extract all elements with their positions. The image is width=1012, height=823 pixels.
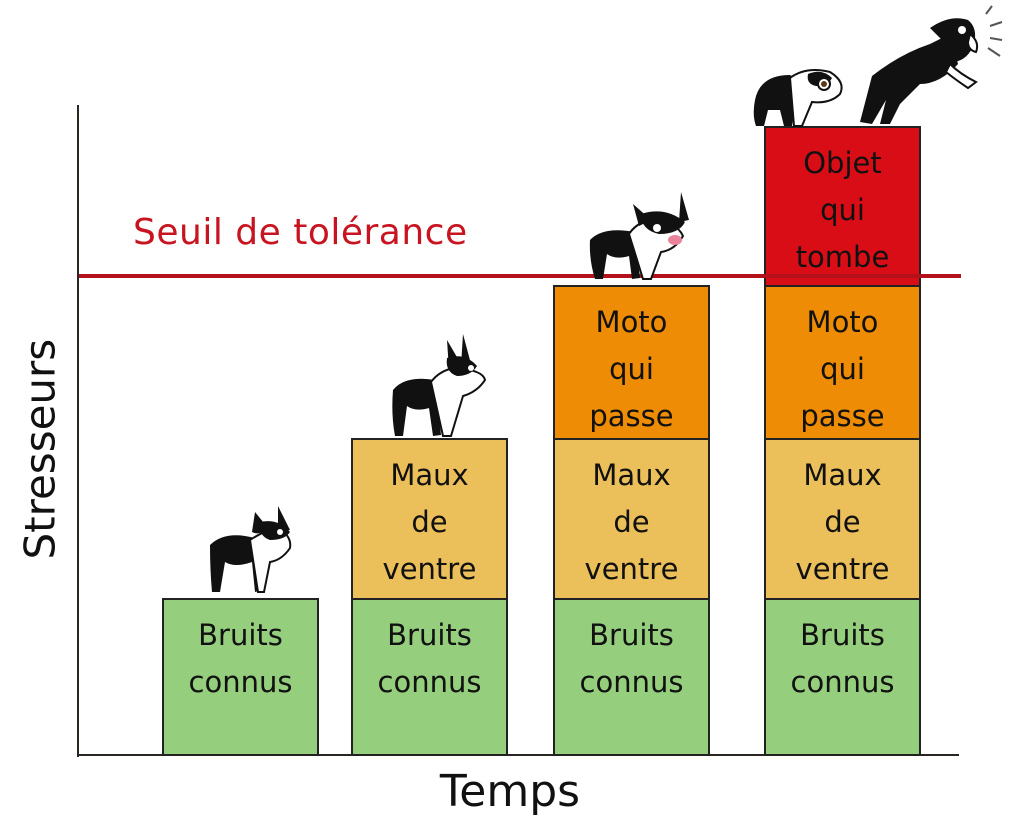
stress-block-bruits: Bruits connus — [764, 598, 921, 756]
x-axis-label: Temps — [439, 766, 581, 817]
stress-block-bruits: Bruits connus — [553, 598, 710, 756]
y-axis — [77, 105, 79, 757]
stress-block-objet: Objet qui tombe — [764, 126, 921, 287]
stress-block-label: Maux de ventre — [584, 458, 679, 586]
stress-block-label: Maux de ventre — [795, 458, 890, 586]
stress-block-label: Objet qui tombe — [795, 146, 890, 274]
threshold-label: Seuil de tolérance — [133, 212, 468, 253]
stress-block-moto: Moto qui passe — [764, 285, 921, 440]
x-axis — [77, 754, 959, 756]
stress-block-label: Bruits connus — [790, 618, 895, 699]
scared-dog-icon — [753, 69, 843, 127]
barking-dog-icon — [860, 5, 1003, 124]
calm-dog-icon — [210, 506, 292, 593]
stress-block-label: Moto qui passe — [800, 305, 885, 433]
stress-block-maux: Maux de ventre — [351, 438, 508, 600]
stress-block-label: Bruits connus — [377, 618, 482, 699]
stress-block-maux: Maux de ventre — [764, 438, 921, 600]
y-axis-label: Stresseurs — [15, 338, 65, 560]
stress-block-bruits: Bruits connus — [351, 598, 508, 756]
stress-block-label: Moto qui passe — [589, 305, 674, 433]
stress-block-label: Maux de ventre — [382, 458, 477, 586]
stress-block-label: Bruits connus — [579, 618, 684, 699]
stressed-dog-icon — [589, 192, 689, 280]
alert-dog-icon — [392, 334, 487, 437]
stress-block-maux: Maux de ventre — [553, 438, 710, 600]
stress-block-moto: Moto qui passe — [553, 285, 710, 440]
stress-block-bruits: Bruits connus — [162, 598, 319, 756]
stress-block-label: Bruits connus — [188, 618, 293, 699]
threshold-line — [79, 274, 961, 278]
